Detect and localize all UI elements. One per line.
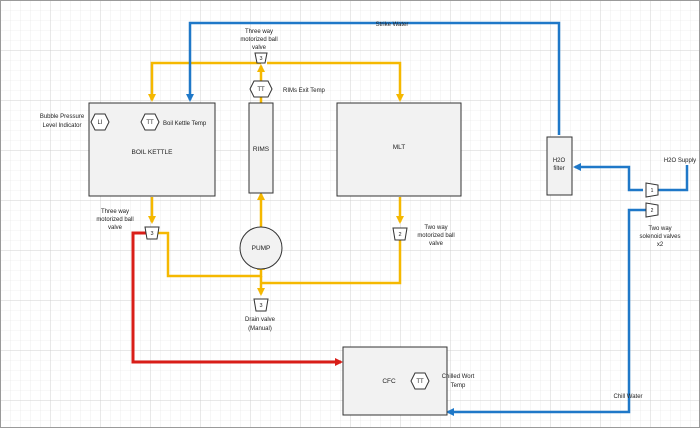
solenoid-valve-1-tag: 1 bbox=[651, 188, 654, 194]
h2o-supply-label: H2O Supply bbox=[664, 158, 696, 164]
h2o-supply-line bbox=[652, 165, 689, 192]
rims-label: RIMS bbox=[253, 146, 270, 153]
h2o-filter bbox=[546, 136, 573, 196]
three-way-left-label-3: valve bbox=[108, 225, 123, 231]
cfc-label: CFC bbox=[382, 378, 396, 385]
valve-mlt-tag: 2 bbox=[398, 232, 401, 238]
hot-wort-line bbox=[131, 231, 343, 366]
two-way-right-label-1: Two way bbox=[424, 225, 447, 231]
mash-lauter-tun bbox=[336, 102, 462, 197]
solenoid-valve-1-symbol bbox=[645, 182, 659, 198]
chilled-wort-temp-sensor: TT bbox=[410, 372, 430, 390]
water-lines bbox=[186, 21, 689, 416]
valve-mlt-two-way: 2 bbox=[392, 227, 408, 241]
rims-exit-temp-tag: TT bbox=[257, 87, 265, 93]
valve-top-symbol bbox=[254, 52, 268, 64]
chill-water-line bbox=[446, 208, 652, 416]
boil-kettle-temp-symbol bbox=[140, 113, 160, 131]
rims-exit-temp-symbol bbox=[249, 80, 273, 98]
drain-valve-label-1: Drain valve bbox=[245, 317, 276, 323]
boil-kettle-temp-tag: TT bbox=[146, 120, 154, 126]
chilled-wort-label-1: Chilled Wort bbox=[442, 374, 475, 380]
chilled-wort-label-2: Temp bbox=[451, 383, 466, 389]
solenoid-valve-2-symbol bbox=[645, 202, 659, 218]
two-way-right-label-3: valve bbox=[429, 241, 444, 247]
rims-exit-temp-label: RIMs Exit Temp bbox=[283, 88, 326, 94]
solenoid-label-2: solenoid valves bbox=[639, 234, 680, 240]
pump-label: PUMP bbox=[252, 245, 271, 252]
bubble-pressure-label-1: Bubble Pressure bbox=[40, 114, 85, 120]
strike-water-line bbox=[186, 21, 561, 135]
mlt-label: MLT bbox=[393, 144, 406, 151]
drain-valve-label-2: (Manual) bbox=[248, 326, 272, 332]
drain-valve: 3 bbox=[253, 298, 269, 312]
wort-line-valve-to-pump bbox=[157, 231, 265, 278]
level-indicator-tag: LI bbox=[97, 120, 102, 126]
three-way-left-label-1: Three way bbox=[101, 209, 129, 215]
chilled-wort-temp-tag: TT bbox=[416, 379, 424, 385]
valve-left-symbol bbox=[144, 226, 160, 240]
rims-exit-temp-sensor: TT bbox=[249, 80, 273, 98]
drain-valve-tag: 3 bbox=[259, 303, 262, 309]
strike-water-label: Strike Water bbox=[376, 22, 409, 28]
solenoid-to-filter-line bbox=[573, 163, 643, 192]
solenoid-label-3: x2 bbox=[657, 242, 664, 248]
boil-kettle-label: BOIL KETTLE bbox=[132, 149, 174, 156]
solenoid-valve-2: 2 bbox=[645, 202, 659, 218]
three-way-top-label-2: motorized ball bbox=[240, 37, 277, 43]
valve-left-three-way: 3 bbox=[144, 226, 160, 240]
two-way-right-label-2: motorized ball bbox=[417, 233, 454, 239]
boil-kettle-temp-sensor: TT bbox=[140, 113, 160, 131]
h2o-filter-label-1: H2O bbox=[553, 158, 566, 164]
level-indicator-symbol bbox=[90, 113, 110, 131]
wort-lines bbox=[148, 61, 404, 296]
solenoid-label-1: Two way bbox=[648, 226, 671, 232]
solenoid-valve-1: 1 bbox=[645, 182, 659, 198]
counterflow-chiller bbox=[342, 346, 448, 416]
rims-heater bbox=[248, 102, 274, 194]
bubble-pressure-label-2: Level Indicator bbox=[42, 123, 81, 129]
drain-valve-symbol bbox=[253, 298, 269, 312]
valve-top-tag: 3 bbox=[259, 56, 262, 62]
wort-line-top-to-kettle bbox=[148, 61, 261, 102]
three-way-top-label-1: Three way bbox=[245, 29, 273, 35]
chill-water-label: Chill Water bbox=[613, 394, 642, 400]
wort-line-top-to-mlt bbox=[267, 61, 404, 102]
boil-kettle-temp-label: Boil Kettle Temp bbox=[163, 121, 207, 127]
h2o-filter-label-2: filter bbox=[553, 166, 564, 172]
level-indicator: LI bbox=[90, 113, 110, 131]
wort-line-valve2-to-pump bbox=[261, 240, 402, 285]
chilled-wort-temp-symbol bbox=[410, 372, 430, 390]
three-way-top-label-3: valve bbox=[252, 45, 267, 51]
three-way-left-label-2: motorized ball bbox=[96, 217, 133, 223]
valve-top-three-way: 3 bbox=[254, 52, 268, 64]
valve-left-tag: 3 bbox=[150, 231, 153, 237]
pump bbox=[239, 226, 283, 270]
solenoid-valve-2-tag: 2 bbox=[651, 208, 654, 214]
valve-mlt-symbol bbox=[392, 227, 408, 241]
